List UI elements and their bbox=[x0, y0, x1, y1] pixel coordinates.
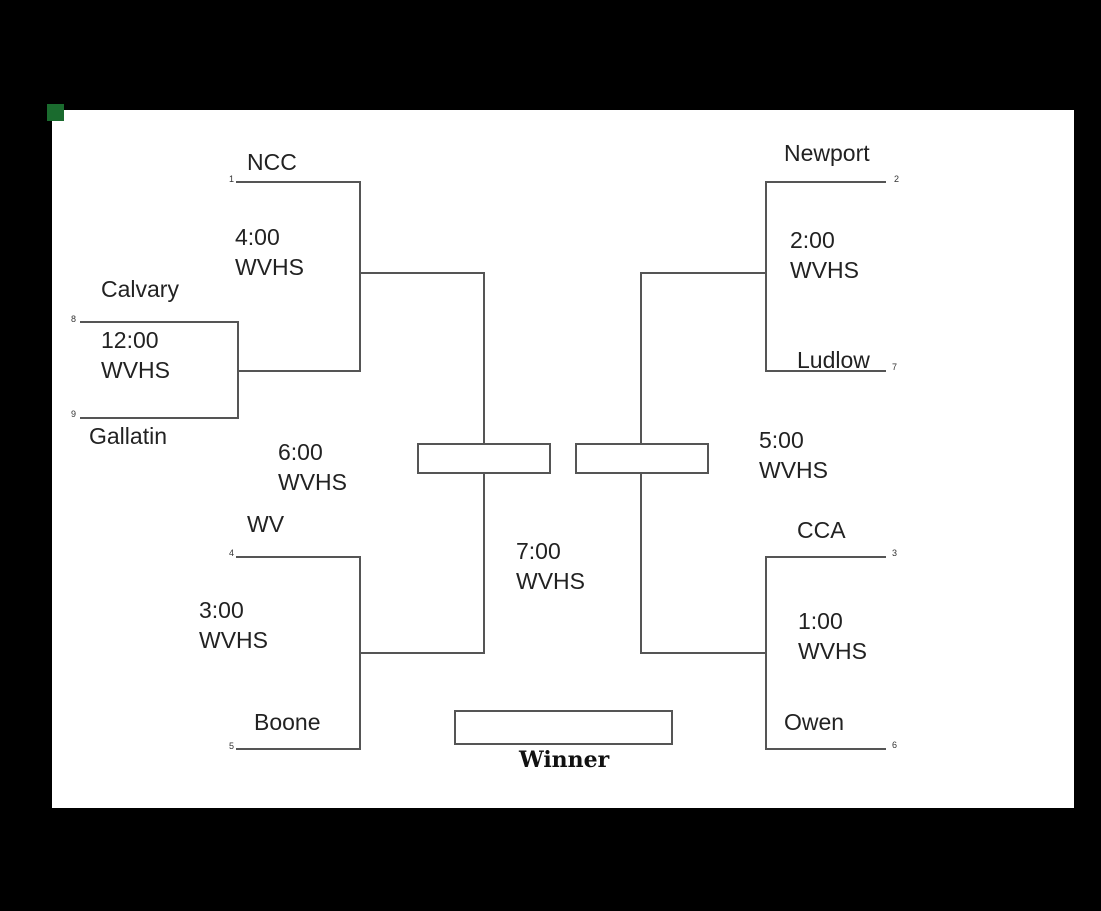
team-newport: Newport bbox=[784, 140, 870, 166]
seed-4: 4 bbox=[229, 548, 235, 558]
seed-7: 7 bbox=[892, 362, 898, 372]
game-600-time: 6:00 bbox=[278, 439, 323, 465]
bracket-line-1-ncc bbox=[236, 181, 361, 372]
game-300-time: 3:00 bbox=[199, 597, 244, 623]
game-500-time: 5:00 bbox=[759, 427, 804, 453]
bracket-sheet bbox=[52, 110, 1074, 808]
team-ludlow: Ludlow bbox=[797, 347, 870, 373]
seed-3: 3 bbox=[892, 548, 898, 558]
game-600-venue: WVHS bbox=[278, 469, 347, 495]
seed-2: 2 bbox=[894, 174, 900, 184]
winner-label: Winner bbox=[519, 747, 610, 773]
team-gallatin: Gallatin bbox=[89, 423, 167, 449]
seed-5: 5 bbox=[229, 741, 235, 751]
left-finalist-box bbox=[417, 443, 551, 474]
team-owen: Owen bbox=[784, 709, 845, 735]
winner-box bbox=[454, 710, 673, 745]
seed-1: 1 bbox=[229, 174, 235, 184]
bracket-line-2-7 bbox=[765, 181, 886, 372]
seed-6: 6 bbox=[892, 740, 898, 750]
game-1200-venue: WVHS bbox=[101, 357, 170, 383]
team-ncc: NCC bbox=[247, 149, 297, 175]
game-400-venue: WVHS bbox=[235, 254, 304, 280]
game-100-time: 1:00 bbox=[798, 608, 843, 634]
right-finalist-box bbox=[575, 443, 709, 474]
game-200-venue: WVHS bbox=[790, 257, 859, 283]
game-700-time: 7:00 bbox=[516, 538, 561, 564]
game-100-venue: WVHS bbox=[798, 638, 867, 664]
game-400-time: 4:00 bbox=[235, 224, 280, 250]
corner-marker bbox=[47, 104, 64, 121]
game-300-venue: WVHS bbox=[199, 627, 268, 653]
team-boone: Boone bbox=[254, 709, 321, 735]
game-200-time: 2:00 bbox=[790, 227, 835, 253]
seed-8: 8 bbox=[71, 314, 77, 324]
game-700-venue: WVHS bbox=[516, 568, 585, 594]
seed-9: 9 bbox=[71, 409, 77, 419]
team-cca: CCA bbox=[797, 517, 846, 543]
game-1200-time: 12:00 bbox=[101, 327, 159, 353]
team-calvary: Calvary bbox=[101, 276, 179, 302]
team-wv: WV bbox=[247, 511, 285, 537]
game-500-venue: WVHS bbox=[759, 457, 828, 483]
